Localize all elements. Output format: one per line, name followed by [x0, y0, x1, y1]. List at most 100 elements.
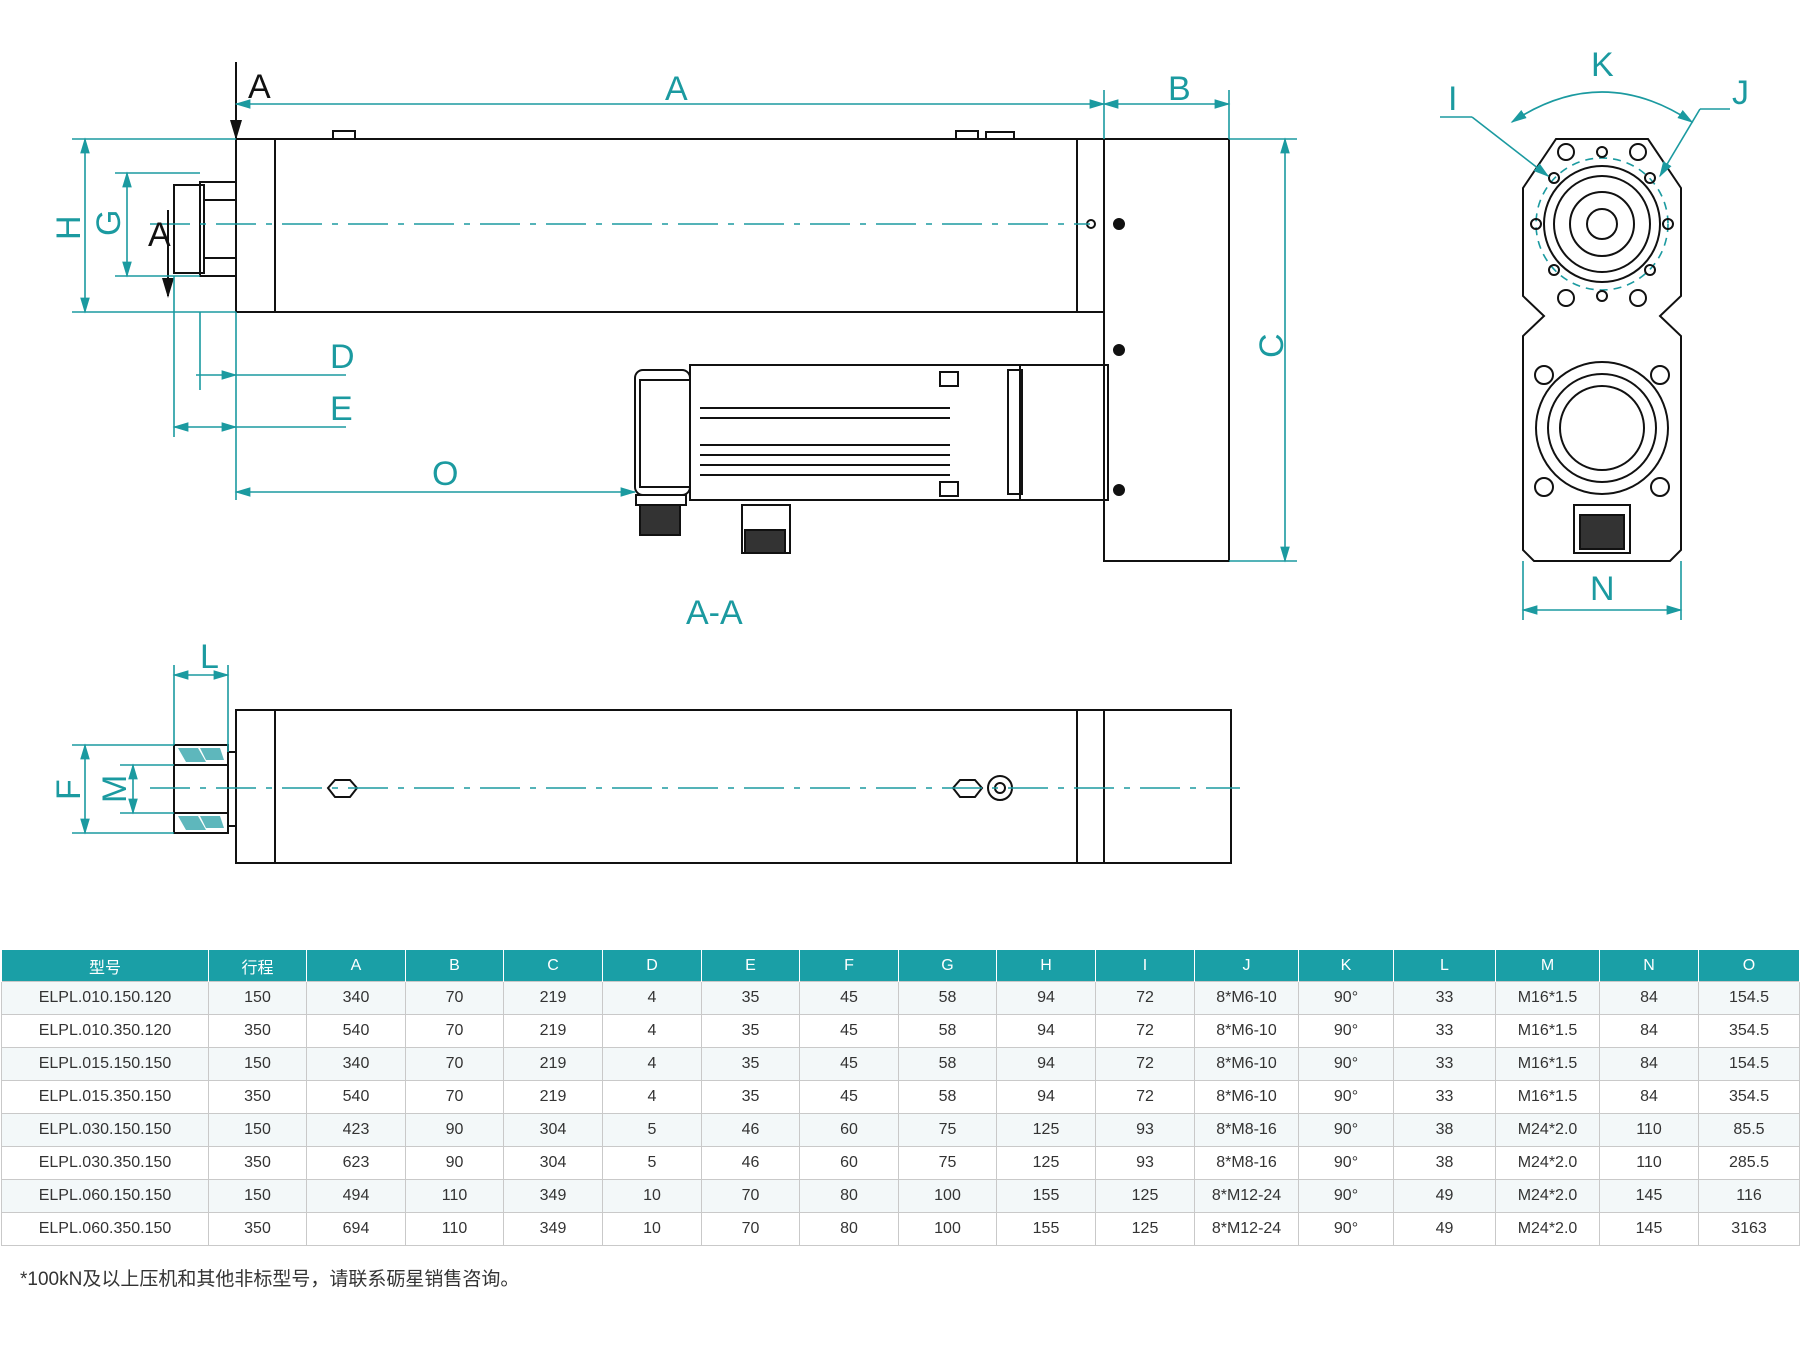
table-cell: 494	[306, 1179, 406, 1213]
column-header: J	[1194, 950, 1299, 982]
table-cell: ELPL.030.350.150	[1, 1146, 209, 1180]
table-cell: 145	[1599, 1212, 1699, 1246]
table-cell: 72	[1095, 1080, 1195, 1114]
table-cell: 58	[898, 1047, 997, 1081]
table-cell: 90°	[1298, 1014, 1394, 1048]
table-cell: 125	[1095, 1212, 1195, 1246]
table-cell: 150	[208, 981, 307, 1015]
table-cell: 85.5	[1698, 1113, 1800, 1147]
table-cell: 350	[208, 1014, 307, 1048]
column-header: K	[1298, 950, 1394, 982]
dim-label-O: O	[432, 455, 458, 493]
table-cell: M24*2.0	[1495, 1146, 1600, 1180]
table-cell: 3163	[1698, 1212, 1800, 1246]
table-cell: 116	[1698, 1179, 1800, 1213]
table-cell: 84	[1599, 981, 1699, 1015]
table-cell: 8*M6-10	[1194, 1014, 1299, 1048]
table-cell: ELPL.060.350.150	[1, 1212, 209, 1246]
table-cell: 35	[701, 1080, 800, 1114]
table-cell: M24*2.0	[1495, 1212, 1600, 1246]
dim-label-H: H	[50, 215, 88, 240]
table-cell: 70	[405, 1014, 504, 1048]
table-cell: 304	[503, 1146, 603, 1180]
table-cell: 45	[799, 1080, 899, 1114]
table-cell: 45	[799, 1014, 899, 1048]
table-cell: 49	[1393, 1212, 1496, 1246]
column-header: 行程	[208, 950, 307, 982]
column-header: N	[1599, 950, 1699, 982]
table-cell: 219	[503, 1047, 603, 1081]
dim-label-C: C	[1253, 333, 1291, 358]
table-cell: 110	[1599, 1146, 1699, 1180]
table-cell: 90	[405, 1113, 504, 1147]
table-cell: 100	[898, 1179, 997, 1213]
table-cell: 70	[405, 1080, 504, 1114]
table-cell: 58	[898, 981, 997, 1015]
table-cell: 8*M12-24	[1194, 1212, 1299, 1246]
table-cell: 155	[996, 1179, 1096, 1213]
table-cell: 90°	[1298, 1047, 1394, 1081]
table-cell: 33	[1393, 1080, 1496, 1114]
dim-label-F: F	[50, 779, 88, 800]
table-cell: 8*M8-16	[1194, 1113, 1299, 1147]
table-cell: 5	[602, 1146, 702, 1180]
table-cell: 33	[1393, 1014, 1496, 1048]
table-cell: 354.5	[1698, 1080, 1800, 1114]
table-cell: 154.5	[1698, 1047, 1800, 1081]
table-cell: ELPL.010.150.120	[1, 981, 209, 1015]
table-cell: 38	[1393, 1146, 1496, 1180]
table-cell: 150	[208, 1179, 307, 1213]
column-header: 型号	[1, 950, 209, 982]
table-cell: 350	[208, 1212, 307, 1246]
table-cell: 80	[799, 1179, 899, 1213]
table-cell: 94	[996, 1014, 1096, 1048]
table-cell: M16*1.5	[1495, 1014, 1600, 1048]
table-cell: 100	[898, 1212, 997, 1246]
table-cell: 94	[996, 1047, 1096, 1081]
table-cell: 70	[701, 1212, 800, 1246]
table-cell: 90°	[1298, 1080, 1394, 1114]
table-cell: 623	[306, 1146, 406, 1180]
column-header: G	[898, 950, 997, 982]
table-cell: 219	[503, 1080, 603, 1114]
table-cell: 10	[602, 1212, 702, 1246]
table-cell: 694	[306, 1212, 406, 1246]
dim-label-J: J	[1732, 74, 1749, 112]
table-cell: 58	[898, 1080, 997, 1114]
table-cell: 350	[208, 1146, 307, 1180]
table-cell: 46	[701, 1146, 800, 1180]
table-cell: 540	[306, 1080, 406, 1114]
footnote: *100kN及以上压机和其他非标型号，请联系砺星销售咨询。	[20, 1269, 520, 1290]
column-header: O	[1698, 950, 1800, 982]
table-cell: 10	[602, 1179, 702, 1213]
table-cell: 155	[996, 1212, 1096, 1246]
column-header: D	[602, 950, 702, 982]
table-cell: M16*1.5	[1495, 1047, 1600, 1081]
column-header: M	[1495, 950, 1600, 982]
table-cell: M24*2.0	[1495, 1113, 1600, 1147]
table-cell: 110	[1599, 1113, 1699, 1147]
dim-label-E: E	[330, 390, 353, 428]
table-cell: 75	[898, 1146, 997, 1180]
table-cell: 90°	[1298, 1179, 1394, 1213]
table-cell: 93	[1095, 1113, 1195, 1147]
table-cell: 110	[405, 1179, 504, 1213]
dim-label-M: M	[96, 775, 134, 803]
table-cell: 94	[996, 981, 1096, 1015]
table-cell: 349	[503, 1179, 603, 1213]
table-cell: 58	[898, 1014, 997, 1048]
table-cell: M16*1.5	[1495, 1080, 1600, 1114]
dim-label-N: N	[1590, 570, 1615, 608]
column-header: H	[996, 950, 1096, 982]
dim-label-D: D	[330, 338, 355, 376]
table-cell: 125	[996, 1113, 1096, 1147]
table-cell: ELPL.015.150.150	[1, 1047, 209, 1081]
column-header: E	[701, 950, 800, 982]
dim-label-A: A	[665, 70, 688, 108]
table-cell: 72	[1095, 1047, 1195, 1081]
